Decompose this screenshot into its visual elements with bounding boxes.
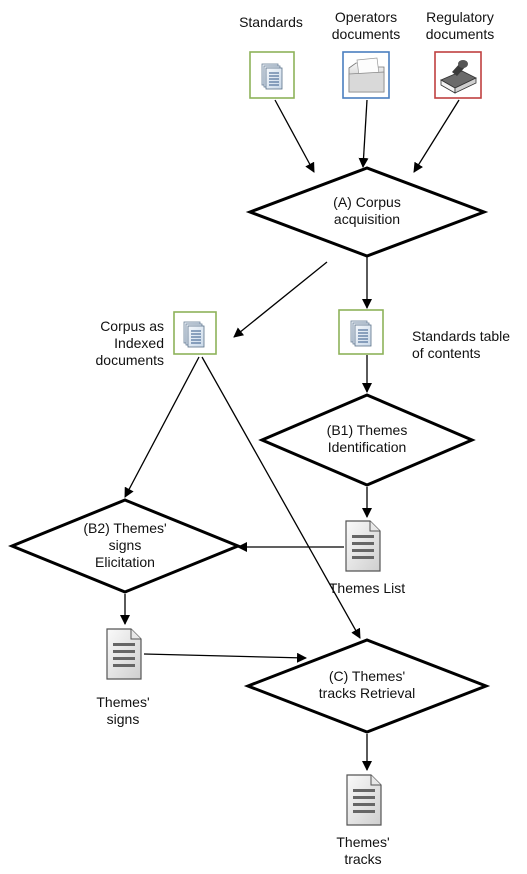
regulatory-documents-label: Regulatory documents [425, 9, 495, 42]
process-c-themes-tracks-retrieval [243, 638, 491, 734]
process-a-corpus-acquisition [245, 166, 489, 258]
operators-documents-icon [342, 51, 390, 99]
themes-list-label: Themes List [328, 580, 406, 596]
regulatory-documents-icon [434, 51, 482, 99]
process-b2-themes-signs-elicitation [8, 498, 242, 594]
standards-label: Standards [239, 14, 303, 30]
themes-list-icon [345, 520, 381, 572]
standards-toc-icon [338, 309, 384, 355]
process-c-label: (C) Themes' tracks Retrieval [318, 668, 416, 701]
process-b2-label: (B2) Themes' signs Elicitation [83, 520, 167, 570]
process-a-label: (A) Corpus acquisition [333, 194, 401, 227]
process-b1-label: (B1) Themes Identification [326, 422, 408, 455]
corpus-indexed-icon [173, 311, 217, 355]
themes-tracks-label: Themes' tracks [336, 834, 390, 867]
standards-toc-label: Standards table of contents [412, 328, 511, 361]
themes-tracks-icon [346, 774, 382, 826]
themes-signs-label: Themes' signs [96, 694, 150, 727]
themes-signs-icon [106, 628, 142, 680]
operators-documents-label: Operators documents [331, 9, 401, 42]
corpus-indexed-label: Corpus as Indexed documents [95, 318, 164, 368]
process-b1-themes-identification [258, 393, 476, 487]
standards-icon [249, 51, 295, 99]
